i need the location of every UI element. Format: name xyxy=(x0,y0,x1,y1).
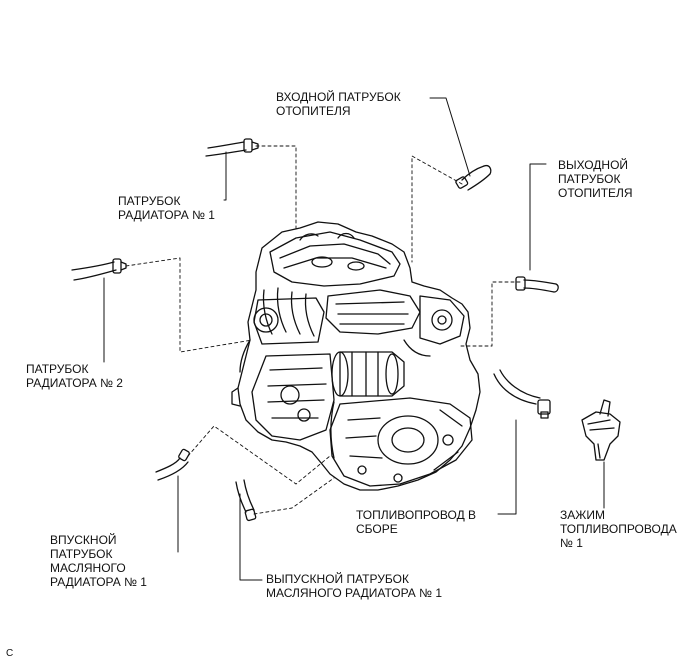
radiator-hose-2-part xyxy=(71,258,127,281)
outlet-heater-hose-part xyxy=(515,276,559,293)
oil-cooler-inlet-hose-label: ВПУСКНОЙ ПАТРУБОК МАСЛЯНОГО РАДИАТОРА № … xyxy=(50,533,147,589)
oil-cooler-inlet-hose-part xyxy=(155,448,190,481)
fuel-line-assembly-label: ТОПЛИВОПРОВОД В СБОРЕ xyxy=(356,508,477,536)
engine-assembly-illustration xyxy=(231,221,481,491)
connection-dashed-lines xyxy=(125,145,521,515)
outlet-heater-hose-label: ВЫХОДНОЙ ПАТРУБОК ОТОПИТЕЛЯ xyxy=(558,158,633,200)
radiator-hose-1-part xyxy=(205,138,259,157)
inlet-heater-hose-label: ВХОДНОЙ ПАТРУБОК ОТОПИТЕЛЯ xyxy=(276,90,401,118)
radiator-hose-1-label: ПАТРУБОК РАДИАТОРА № 1 xyxy=(118,194,215,222)
figure-code: C xyxy=(6,648,14,659)
label-leader-lines xyxy=(103,97,605,581)
fuel-line-assembly-part xyxy=(493,369,551,419)
fuel-line-clamp-part xyxy=(581,399,621,461)
oil-cooler-outlet-hose-part xyxy=(235,479,257,522)
inlet-heater-hose-part xyxy=(455,164,492,191)
oil-cooler-outlet-hose-label: ВЫПУСКНОЙ ПАТРУБОК МАСЛЯНОГО РАДИАТОРА №… xyxy=(266,572,443,600)
radiator-hose-2-label: ПАТРУБОК РАДИАТОРА № 2 xyxy=(26,362,123,390)
fuel-line-clamp-label: ЗАЖИМ ТОПЛИВОПРОВОДА № 1 xyxy=(560,508,677,550)
